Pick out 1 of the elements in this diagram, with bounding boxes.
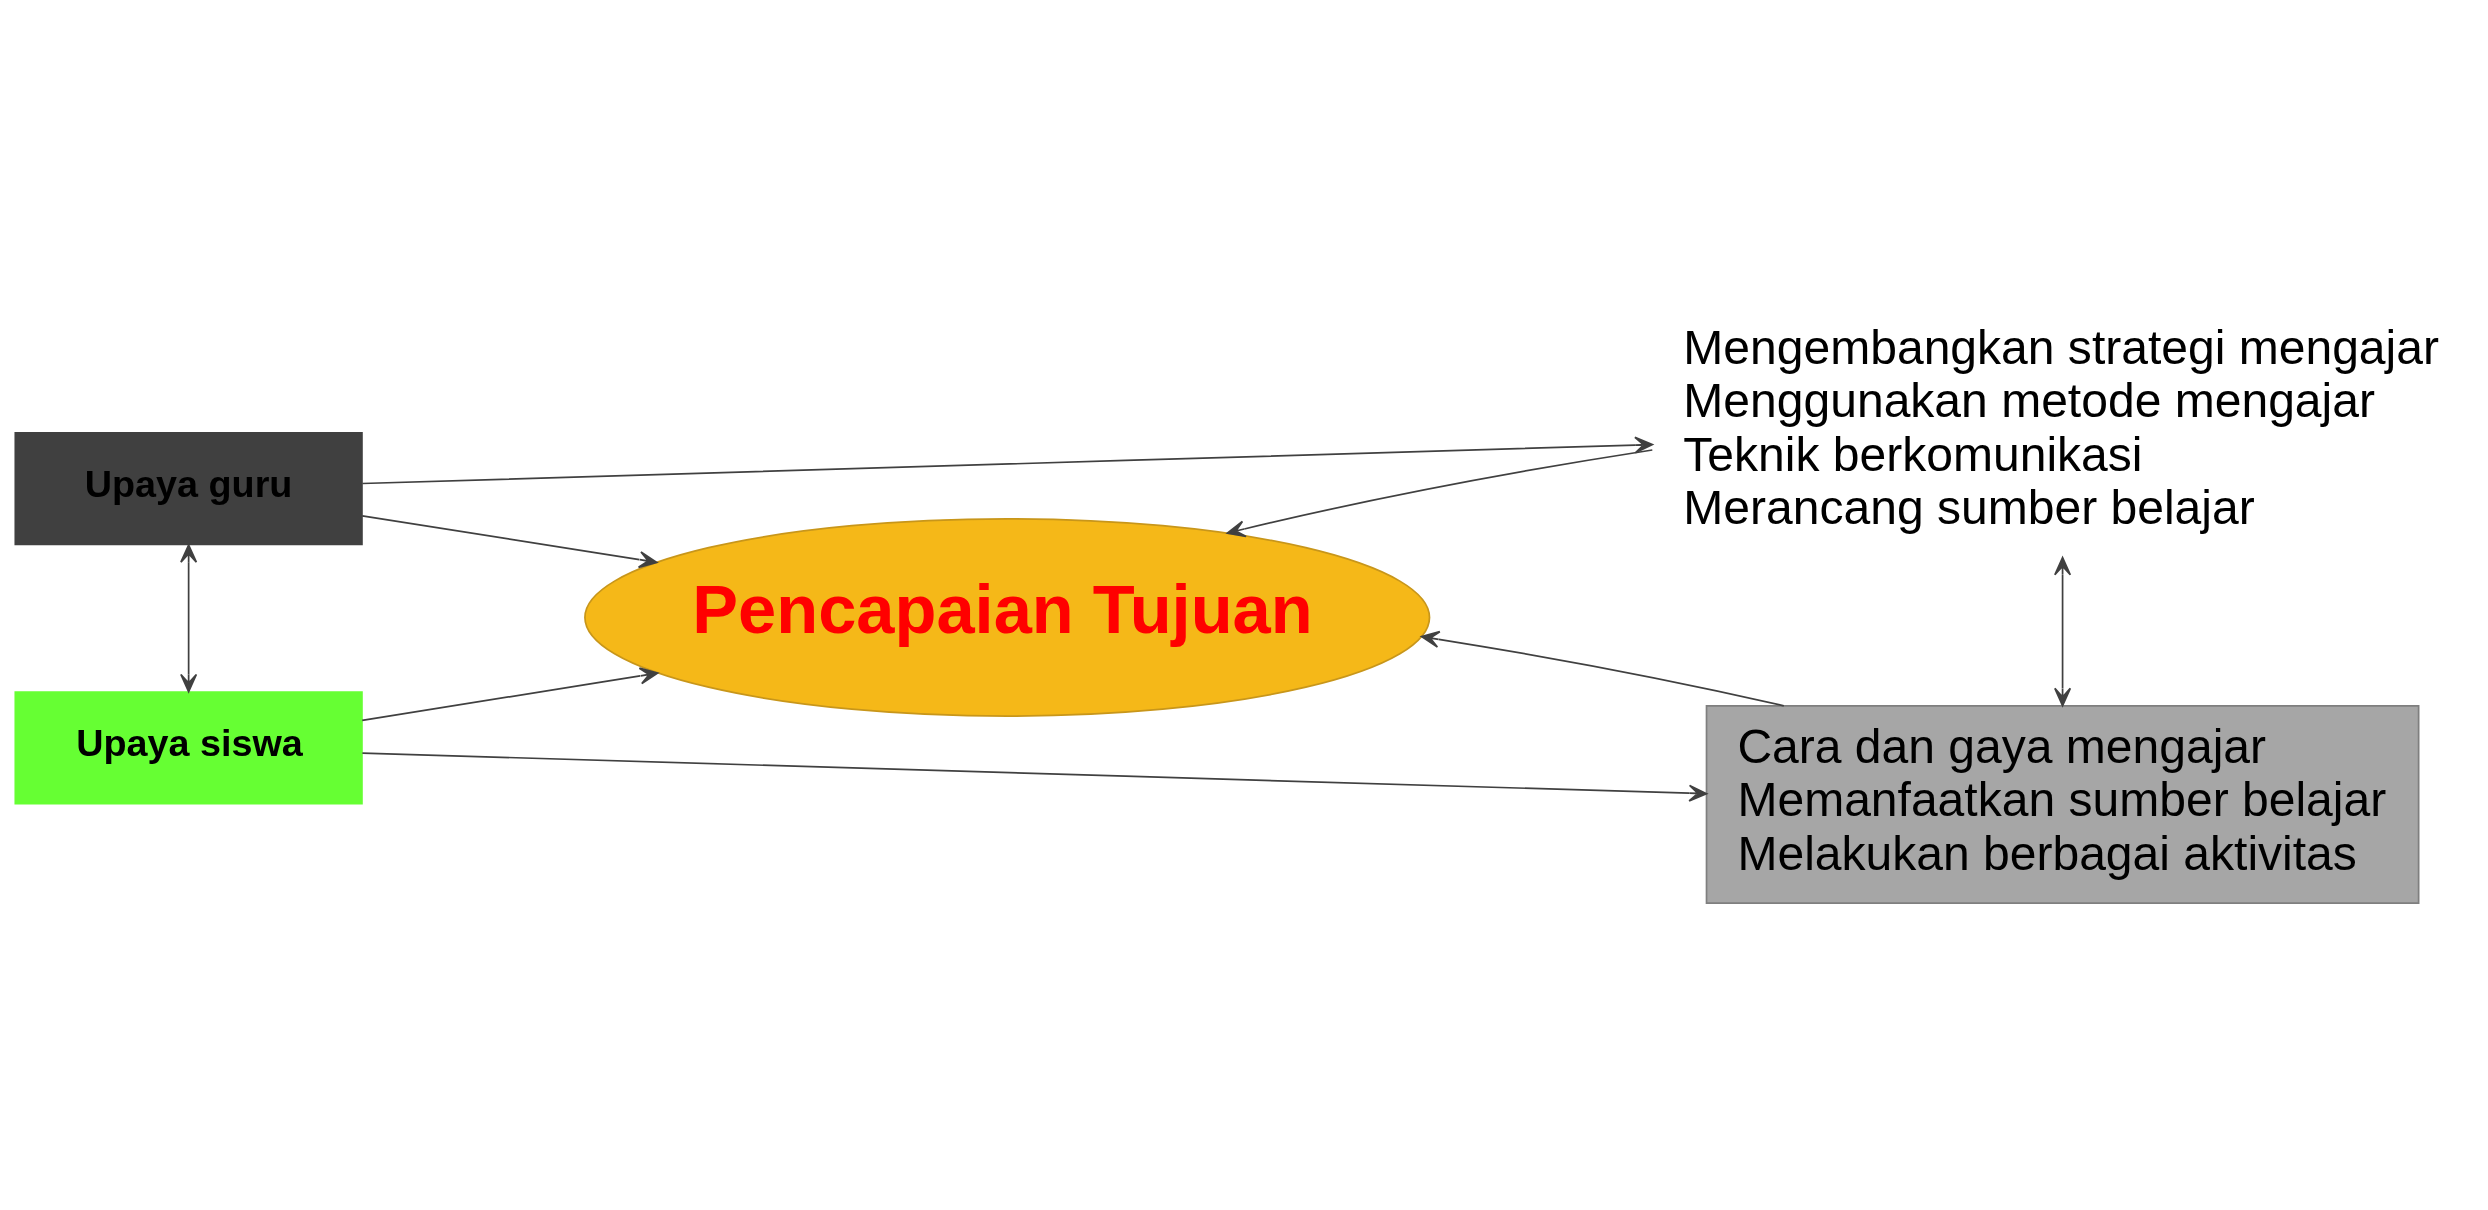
node-text: Mengembangkan strategi mengajar Menggunakan metode mengajar Teknik berkomunikasi Merancang sumber belajar [1683,321,2439,534]
